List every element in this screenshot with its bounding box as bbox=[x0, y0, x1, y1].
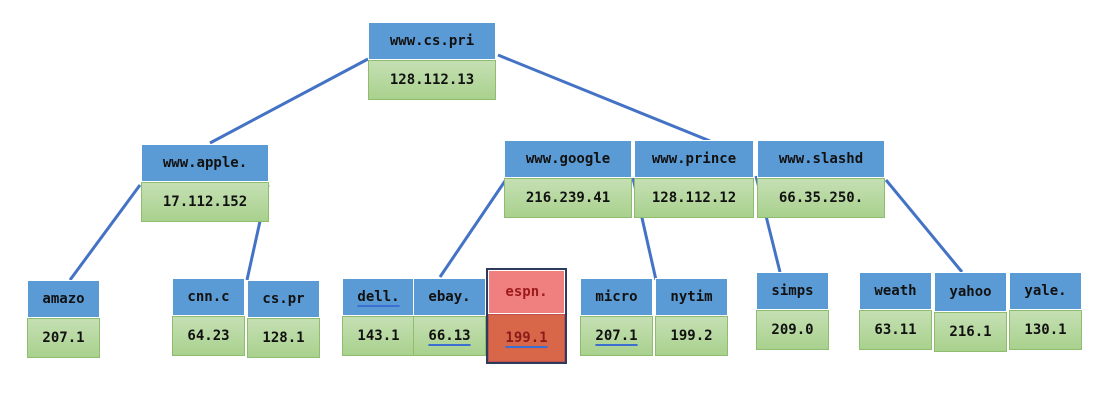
leaf-1-key-1: cs.pr bbox=[247, 280, 320, 318]
leaf-2-value-2-highlighted: 199.1 bbox=[488, 314, 565, 362]
level1-right-value-1: 128.112.12 bbox=[634, 178, 754, 218]
edge-apple-to-amazo bbox=[68, 184, 142, 281]
leaf-5-key-1: yahoo bbox=[934, 272, 1007, 312]
leaf-3-key-0: micro bbox=[580, 278, 653, 316]
edge-google-to-dell bbox=[438, 180, 507, 278]
leaf-5-value-0: 63.11 bbox=[859, 310, 932, 350]
leaf-3-key-1: nytim bbox=[655, 278, 728, 316]
level1-right-key-2: www.slashd bbox=[757, 140, 885, 178]
level1-left-value-0: 17.112.152 bbox=[141, 182, 269, 222]
edge-root-to-apple bbox=[209, 57, 369, 145]
leaf-3-value-1: 199.2 bbox=[655, 316, 728, 356]
root-key-0: www.cs.pri bbox=[368, 22, 496, 60]
leaf-2-key-0: dell. bbox=[342, 278, 415, 316]
leaf-5-value-1: 216.1 bbox=[934, 312, 1007, 352]
level1-right-key-1: www.prince bbox=[634, 140, 754, 178]
level1-right-value-0: 216.239.41 bbox=[504, 178, 632, 218]
leaf-3-value-0: 207.1 bbox=[580, 316, 653, 356]
level1-right-key-0: www.google bbox=[504, 140, 632, 178]
level1-right-value-2: 66.35.250. bbox=[757, 178, 885, 218]
leaf-5-key-2: yale. bbox=[1009, 272, 1082, 310]
leaf-1-key-0: cnn.c bbox=[172, 278, 245, 316]
leaf-0-key-0: amazo bbox=[27, 280, 100, 318]
leaf-2-value-0: 143.1 bbox=[342, 316, 415, 356]
level1-left-key-0: www.apple. bbox=[141, 144, 269, 182]
edge-slashd-to-weath bbox=[884, 179, 964, 273]
edge-root-to-google-node bbox=[497, 53, 711, 143]
root-value-0: 128.112.13 bbox=[368, 60, 496, 100]
leaf-2-key-1: ebay. bbox=[413, 278, 486, 316]
leaf-2-key-2-highlighted: espn. bbox=[488, 270, 565, 314]
leaf-1-value-1: 128.1 bbox=[247, 318, 320, 358]
leaf-2-value-1: 66.13 bbox=[413, 316, 486, 356]
leaf-0-value-0: 207.1 bbox=[27, 318, 100, 358]
leaf-5-value-2: 130.1 bbox=[1009, 310, 1082, 350]
leaf-4-key-0: simps bbox=[756, 272, 829, 310]
leaf-5-key-0: weath bbox=[859, 272, 932, 310]
leaf-1-value-0: 64.23 bbox=[172, 316, 245, 356]
leaf-4-value-0: 209.0 bbox=[756, 310, 829, 350]
